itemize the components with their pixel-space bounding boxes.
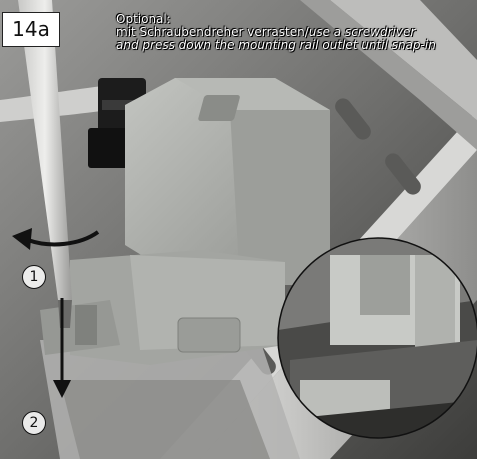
- step-marker-2: 2: [22, 411, 46, 435]
- step-number: 14a: [2, 12, 60, 47]
- caption-english: and press down the mounting rail outlet …: [116, 38, 436, 52]
- zoom-detail: [277, 237, 477, 439]
- step-marker-1: 1: [22, 265, 46, 289]
- rotate-arrow: [12, 228, 100, 250]
- screwdriver: [18, 0, 72, 300]
- caption-german: mit Schraubendreher verrasten/: [116, 25, 309, 39]
- screwdriver-tip: [58, 300, 72, 328]
- instruction-caption: Optional: mit Schraubendreher verrasten/…: [116, 13, 474, 52]
- caption-english-part: use a screwdriver: [308, 25, 416, 39]
- caption-heading: Optional:: [116, 12, 171, 26]
- press-down-arrow: [53, 298, 71, 398]
